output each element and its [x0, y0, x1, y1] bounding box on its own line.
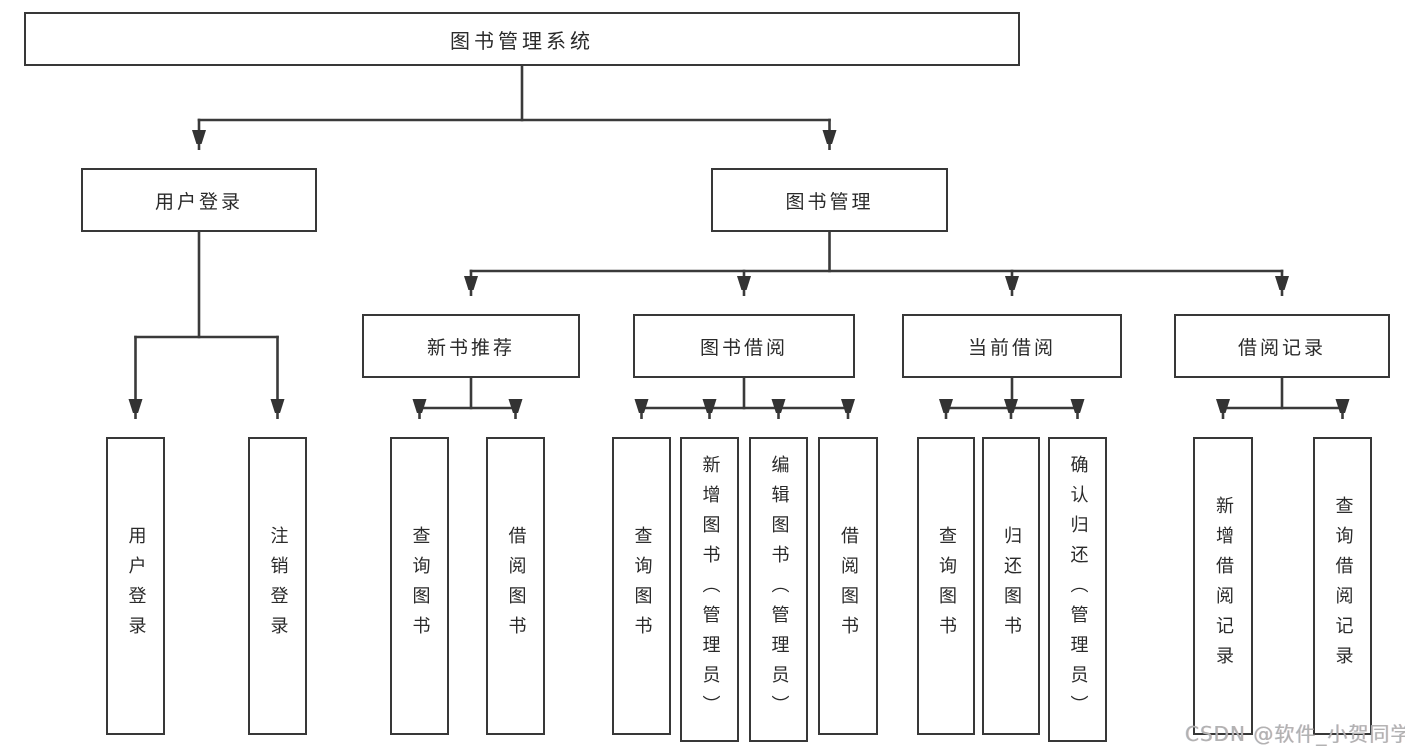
node-library-management-system: 图书管理系统	[24, 12, 1020, 66]
leaf-borrow-edit-books-admin: 编辑图书（管理员）	[749, 437, 808, 742]
leaf-user-login: 用户登录	[106, 437, 165, 735]
leaf-borrow-borrow-books: 借阅图书	[818, 437, 878, 735]
leaf-current-confirm-return-admin: 确认归还（管理员）	[1048, 437, 1107, 742]
csdn-watermark: CSDN @软件_小贺同学	[1185, 722, 1405, 746]
leaf-borrow-add-books-admin: 新增图书（管理员）	[680, 437, 739, 742]
leaf-records-query-record: 查询借阅记录	[1313, 437, 1372, 735]
leaf-records-add-record: 新增借阅记录	[1193, 437, 1253, 735]
node-borrow-records: 借阅记录	[1174, 314, 1390, 378]
node-user-login: 用户登录	[81, 168, 317, 232]
leaf-newbooks-query-books: 查询图书	[390, 437, 449, 735]
node-current-borrow: 当前借阅	[902, 314, 1122, 378]
leaf-borrow-query-books: 查询图书	[612, 437, 671, 735]
leaf-newbooks-borrow-books: 借阅图书	[486, 437, 545, 735]
leaf-logout: 注销登录	[248, 437, 307, 735]
leaf-current-query-books: 查询图书	[917, 437, 975, 735]
leaf-current-return-books: 归还图书	[982, 437, 1040, 735]
node-book-borrow: 图书借阅	[633, 314, 855, 378]
node-book-management: 图书管理	[711, 168, 948, 232]
node-new-book-recommend: 新书推荐	[362, 314, 580, 378]
